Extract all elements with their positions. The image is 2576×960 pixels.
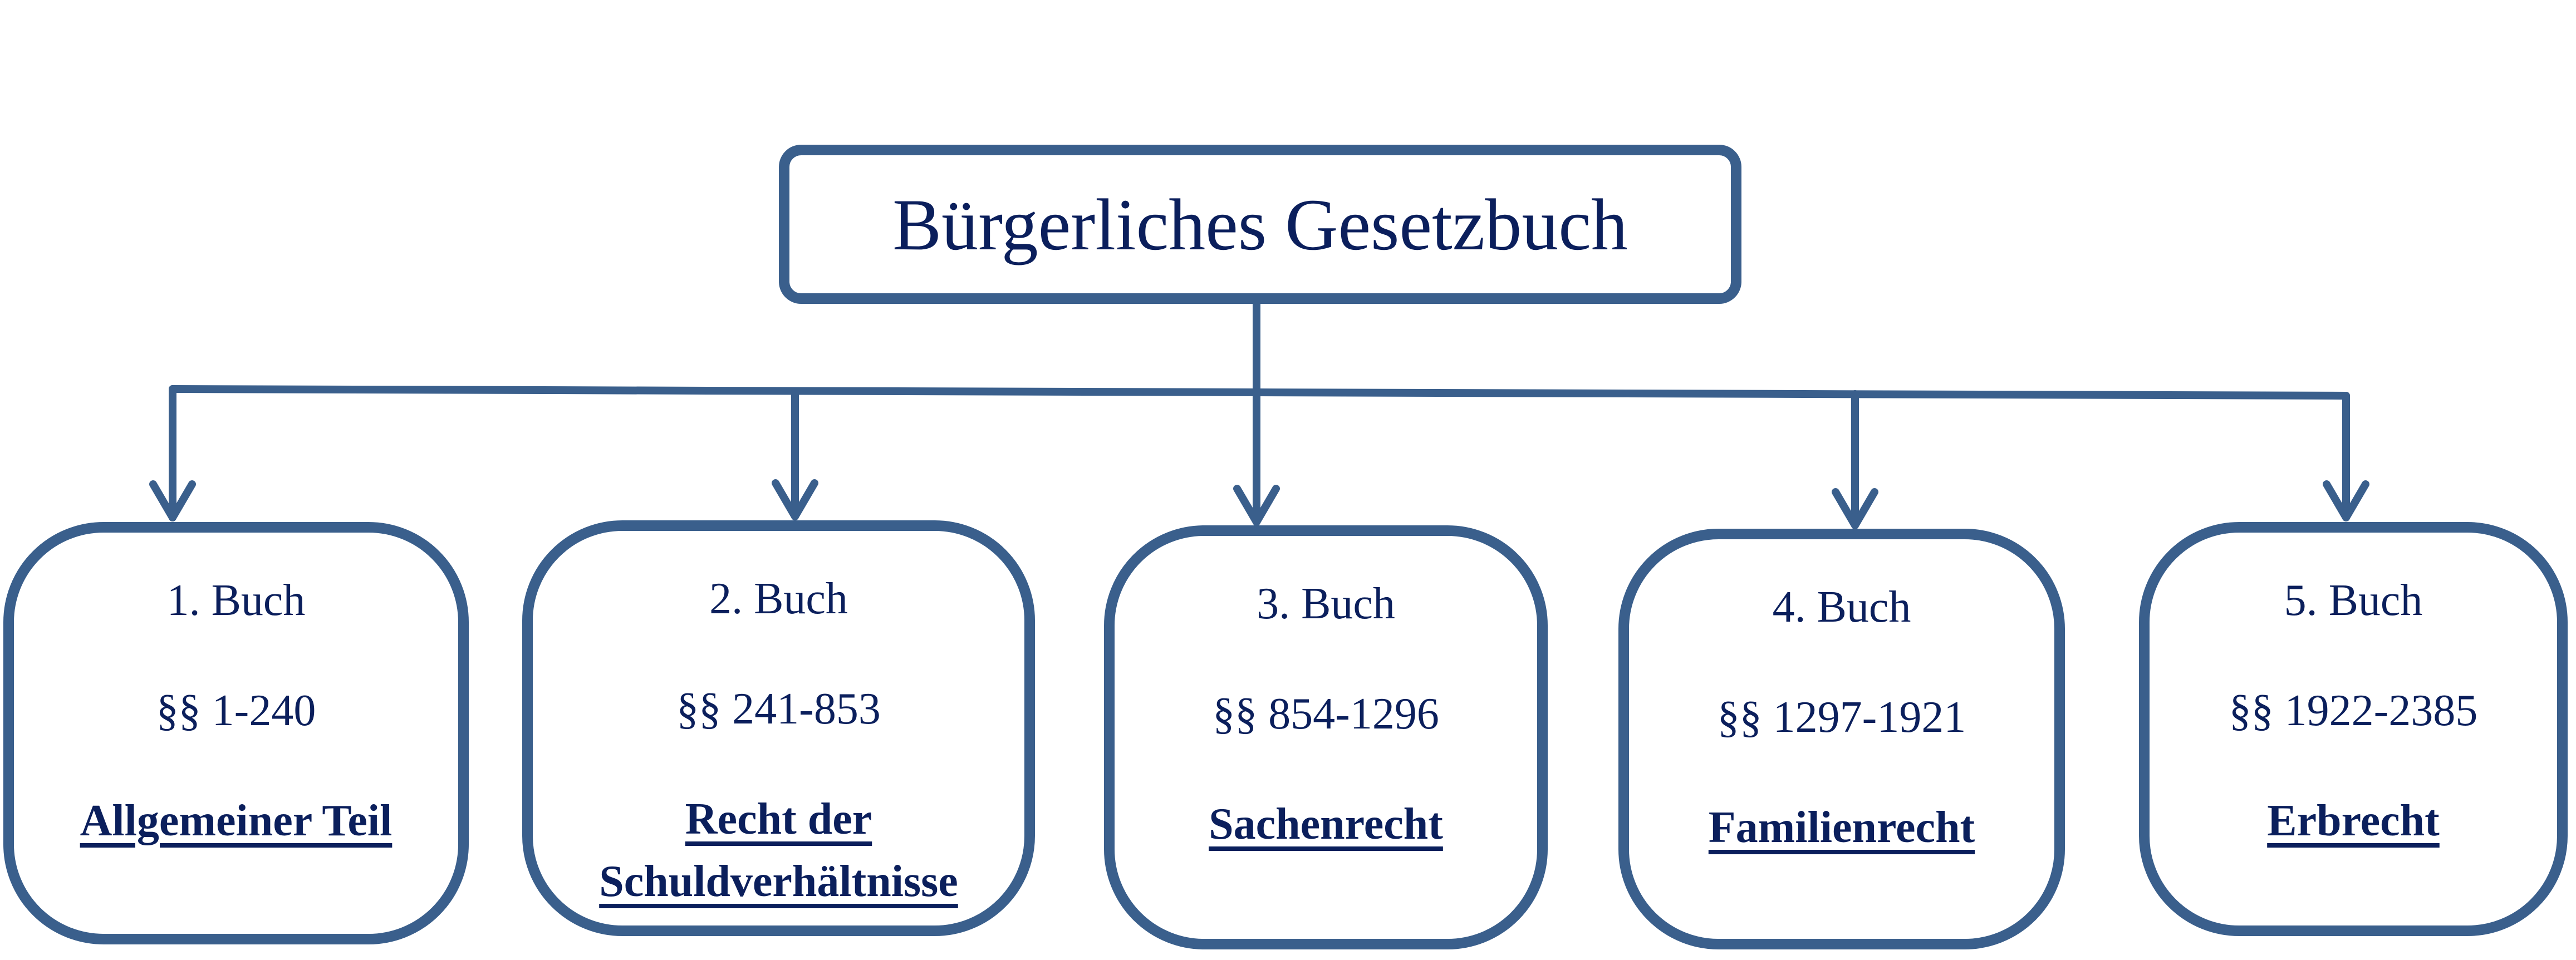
book-range: §§ 1297-1921 — [1717, 693, 1966, 742]
book-name-line-1: Recht der — [685, 795, 872, 844]
book-node-1: 1. Buch §§ 1-240 Allgemeiner Teil — [3, 522, 469, 944]
arrow-book-3 — [1233, 388, 1280, 526]
root-node: Bürgerliches Gesetzbuch — [779, 145, 1741, 304]
book-label: 5. Buch — [2284, 576, 2423, 625]
book-node-4: 4. Buch §§ 1297-1921 Familienrecht — [1618, 529, 2065, 949]
book-node-3: 3. Buch §§ 854-1296 Sachenrecht — [1104, 525, 1548, 949]
book-label: 2. Buch — [709, 574, 848, 623]
book-range: §§ 241-853 — [676, 685, 881, 733]
book-name: Erbrecht — [2267, 796, 2440, 845]
book-range: §§ 854-1296 — [1213, 690, 1439, 739]
book-range: §§ 1-240 — [156, 686, 316, 735]
book-name: Familienrecht — [1708, 803, 1975, 852]
book-range: §§ 1922-2385 — [2229, 686, 2478, 735]
book-node-5: 5. Buch §§ 1922-2385 Erbrecht — [2139, 522, 2568, 936]
arrow-book-1 — [149, 385, 196, 521]
book-label: 4. Buch — [1772, 583, 1911, 632]
book-name-line-2: Schuldverhältnisse — [599, 857, 958, 906]
arrow-book-4 — [1832, 390, 1878, 529]
book-name: Allgemeiner Teil — [80, 796, 392, 845]
root-title: Bürgerliches Gesetzbuch — [892, 183, 1628, 265]
arrow-book-2 — [772, 387, 818, 520]
book-label: 3. Buch — [1257, 579, 1395, 628]
book-name: Sachenrecht — [1209, 800, 1443, 849]
book-node-2: 2. Buch §§ 241-853 Recht der Schuldverhä… — [522, 520, 1035, 936]
arrow-book-5 — [2323, 392, 2369, 521]
book-label: 1. Buch — [166, 576, 306, 625]
